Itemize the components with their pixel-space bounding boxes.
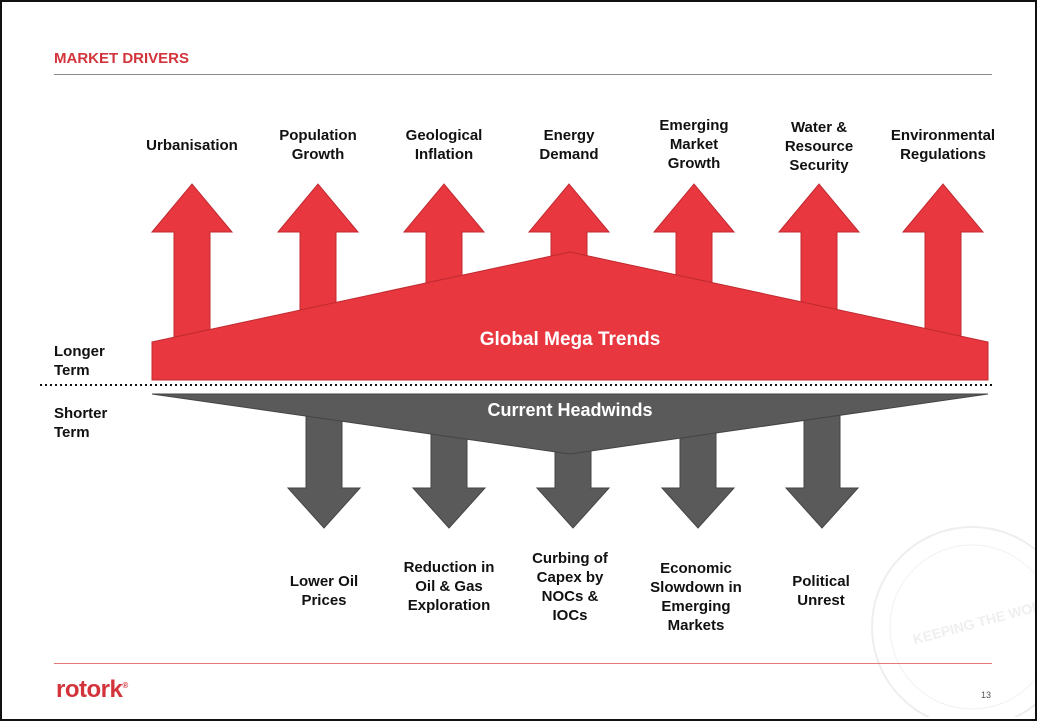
headwind-label-economic-slowdown: Economic Slowdown in Emerging Markets [650, 560, 742, 634]
driver-label-water-resource-security: Water & Resource Security [784, 119, 854, 174]
footer-divider [54, 663, 992, 664]
driver-arrow-environmental-regulations [901, 183, 985, 338]
headwinds-label: Current Headwinds [487, 400, 653, 420]
driver-label-geological-inflation: Geological Inflation [405, 127, 483, 163]
driver-label-emerging-market-growth: Emerging Market Growth [659, 117, 729, 172]
headwind-label-reduction-exploration: Reduction in Oil & Gas Exploration [403, 559, 495, 614]
watermark-text: KEEPING THE WORLD FLOWING [911, 575, 1037, 648]
headwind-label-lower-oil-prices: Lower Oil Prices [289, 573, 359, 609]
headwind-label-curbing-capex: Curbing of Capex by NOCs & IOCs [532, 550, 608, 624]
mega-trends-band [151, 251, 989, 381]
rotork-logo: rotork® [56, 676, 128, 703]
driver-label-environmental-regulations: Environmental Regulations [890, 127, 996, 163]
page-title: MARKET DRIVERS [54, 50, 190, 67]
headwind-label-political-unrest: Political Unrest [792, 573, 850, 609]
mega-trends-label: Global Mega Trends [479, 329, 661, 350]
longer-term-label: Longer Term [54, 343, 105, 379]
driver-label-urbanisation: Urbanisation [146, 137, 238, 154]
header-divider [54, 74, 992, 75]
headwind-arrow-political-unrest [784, 411, 860, 529]
shorter-term-label: Shorter Term [54, 405, 108, 441]
driver-label-population-growth: Population Growth [279, 127, 357, 163]
driver-label-energy-demand: Energy Demand [539, 127, 599, 163]
keeping-the-world-flowing-seal: KEEPING THE WORLD FLOWING [871, 526, 1037, 717]
headwind-arrow-lower-oil-prices [286, 411, 362, 529]
headwinds-band [151, 393, 989, 455]
page-number: 13 [980, 690, 991, 700]
driver-arrow-urbanisation [150, 183, 234, 338]
